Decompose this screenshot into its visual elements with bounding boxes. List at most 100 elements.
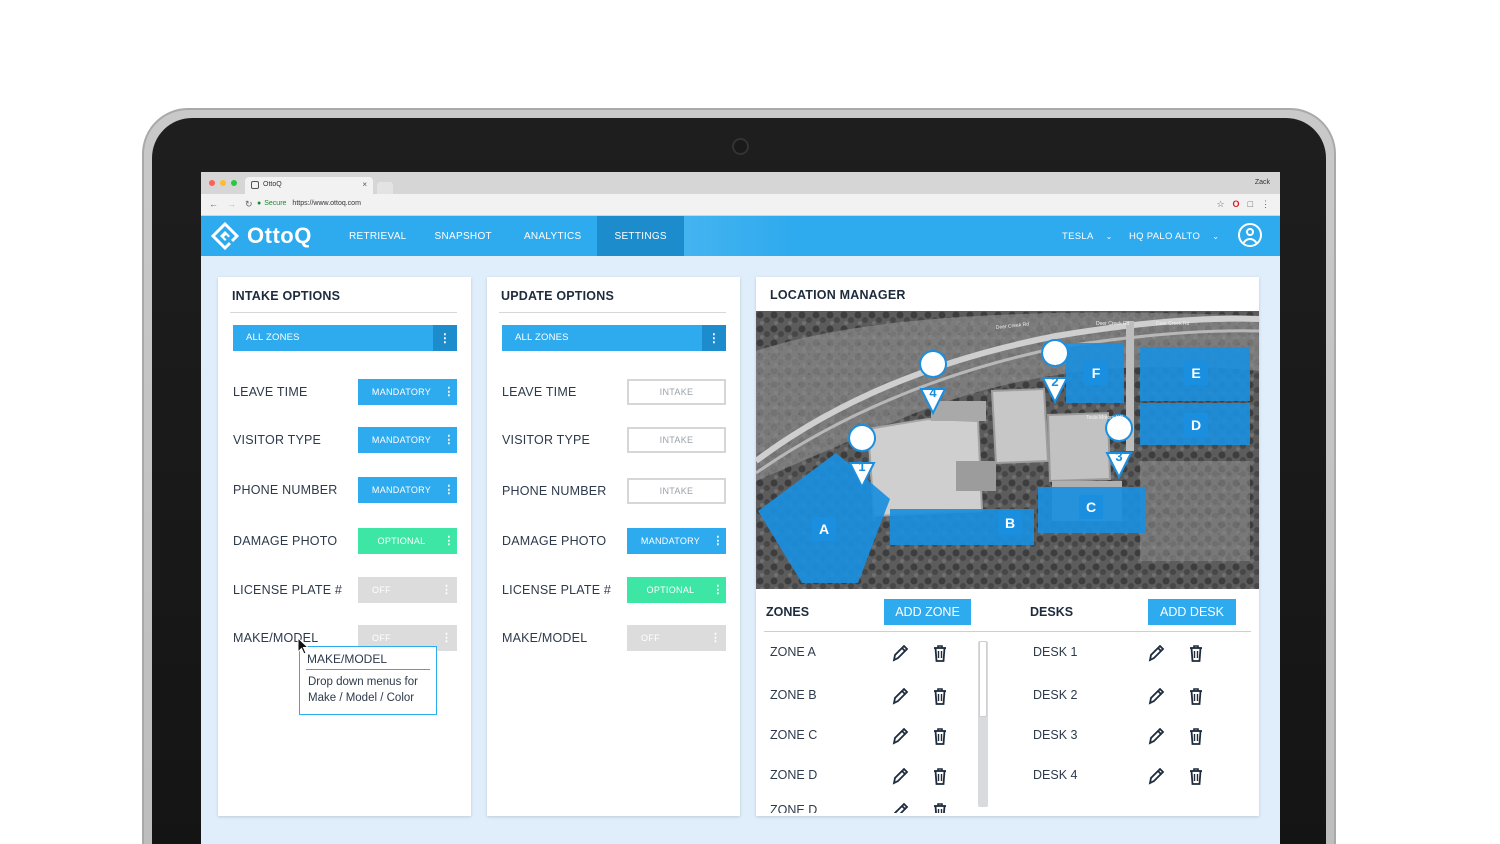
browser-tab[interactable]: OttoQ × [245,177,373,194]
zone-name: ZONE B [770,688,817,702]
option-state-toggle[interactable]: OPTIONAL⋮ [627,577,726,603]
pencil-icon[interactable] [1147,726,1165,746]
trash-icon[interactable] [931,643,949,663]
kebab-menu-icon[interactable]: ⋮ [441,632,453,644]
intake-title: INTAKE OPTIONS [232,289,341,303]
nav-settings[interactable]: SETTINGS [597,216,684,256]
option-state-toggle[interactable]: MANDATORY ⋮ [358,427,457,453]
kebab-menu-icon[interactable]: ⋮ [433,325,457,351]
minimize-window-icon[interactable] [220,180,226,186]
pencil-icon[interactable] [1147,766,1165,786]
nav-highlight [683,216,794,256]
back-icon[interactable]: ← [209,199,218,209]
kebab-menu-icon[interactable]: ⋮ [443,535,455,547]
opera-icon[interactable]: O [1232,199,1240,209]
window-controls[interactable] [209,180,237,186]
add-desk-button[interactable]: ADD DESK [1148,599,1236,625]
kebab-menu-icon[interactable]: ⋮ [702,325,726,351]
trash-icon[interactable] [931,726,949,746]
intake-options-panel: INTAKE OPTIONS ALL ZONES ⋮ LEAVE TIME MA… [218,277,471,816]
make-model-tooltip: MAKE/MODEL Drop down menus for Make / Mo… [299,646,437,715]
map-pin-icon[interactable] [848,424,877,490]
kebab-menu-icon[interactable]: ⋮ [443,434,455,446]
cast-icon[interactable]: □ [1247,199,1253,209]
trash-icon[interactable] [931,686,949,706]
intake-row: LICENSE PLATE # OFF⋮ [233,577,457,603]
pencil-icon[interactable] [891,766,909,786]
update-options-panel: UPDATE OPTIONS ALL ZONES ⋮ LEAVE TIME IN… [487,277,740,816]
forward-icon[interactable]: → [227,199,236,209]
option-label: MAKE/MODEL [233,631,319,645]
brand-logo[interactable]: OttoQ [211,222,312,250]
pencil-icon[interactable] [1147,643,1165,663]
option-state-toggle[interactable]: INTAKE [627,478,726,504]
trash-icon[interactable] [931,766,949,786]
zones-scrollbar[interactable] [978,641,988,807]
satellite-map[interactable]: ​ [756,311,1259,589]
option-state-toggle[interactable]: INTAKE [627,427,726,453]
nav-analytics[interactable]: ANALYTICS [523,230,582,242]
browser-profile-name[interactable]: Zack [1254,179,1270,186]
divider [764,631,1251,632]
map-pin-icon[interactable] [919,350,948,416]
map-pin-icon[interactable] [1105,414,1134,480]
org-selector[interactable]: TESLA ⌄ [1062,216,1113,256]
browser-tab-bar: OttoQ × Zack [201,172,1280,194]
kebab-menu-icon[interactable]: ⋮ [443,386,455,398]
update-zones-dropdown[interactable]: ALL ZONES ⋮ [502,325,726,351]
trash-icon[interactable] [1187,726,1205,746]
option-state-toggle[interactable]: INTAKE [627,379,726,405]
pencil-icon[interactable] [1147,686,1165,706]
zone-row: ZONE C [770,726,970,746]
trash-icon[interactable] [931,801,949,813]
kebab-menu-icon[interactable]: ⋮ [712,535,724,547]
new-tab-button[interactable] [377,182,393,194]
pencil-icon[interactable] [891,686,909,706]
trash-icon[interactable] [1187,643,1205,663]
browser-menu-icon[interactable]: ⋮ [1261,199,1270,209]
kebab-menu-icon[interactable]: ⋮ [441,584,453,596]
nav-snapshot[interactable]: SNAPSHOT [434,230,492,242]
kebab-menu-icon[interactable]: ⋮ [443,484,455,496]
map-zone-label: F [1092,365,1101,381]
nav-retrieval[interactable]: RETRIEVAL [349,230,407,242]
user-profile-icon[interactable] [1238,223,1262,247]
intake-row: VISITOR TYPE MANDATORY⋮ [233,427,457,453]
bookmark-star-icon[interactable]: ☆ [1216,199,1225,209]
tab-close-icon[interactable]: × [362,180,367,189]
option-state-toggle[interactable]: OPTIONAL ⋮ [358,528,457,554]
intake-zones-dropdown[interactable]: ALL ZONES ⋮ [233,325,457,351]
location-selector[interactable]: HQ PALO ALTO ⌄ [1129,216,1219,256]
mouse-cursor-icon [297,637,309,655]
option-state-toggle[interactable]: MANDATORY⋮ [358,379,457,405]
trash-icon[interactable] [1187,766,1205,786]
tab-title: OttoQ [263,181,282,188]
close-window-icon[interactable] [209,180,215,186]
state-label: OPTIONAL [377,536,426,546]
kebab-menu-icon[interactable]: ⋮ [712,584,724,596]
scrollbar-thumb[interactable] [979,641,987,717]
pencil-icon[interactable] [891,801,909,813]
map-pin-icon[interactable] [1041,339,1070,405]
desks-header: DESKS [1030,605,1074,619]
zone-row: ZONE D [770,801,970,813]
zone-name: ZONE A [770,645,816,659]
trash-icon[interactable] [1187,686,1205,706]
maximize-window-icon[interactable] [231,180,237,186]
location-title: LOCATION MANAGER [770,288,906,302]
pencil-icon[interactable] [891,643,909,663]
add-zone-button[interactable]: ADD ZONE [884,599,971,625]
kebab-menu-icon[interactable]: ⋮ [710,632,722,644]
map-pin-label: 3 [1115,449,1122,464]
option-state-toggle[interactable]: MANDATORY⋮ [358,477,457,503]
intake-row: PHONE NUMBER MANDATORY⋮ [233,477,457,503]
pencil-icon[interactable] [891,726,909,746]
option-state-toggle[interactable]: OFF⋮ [358,577,457,603]
option-state-toggle[interactable]: OFF⋮ [627,625,726,651]
reload-icon[interactable]: ↻ [245,199,253,209]
road-label: Deer Creek Rd [1156,321,1190,327]
option-label: DAMAGE PHOTO [233,534,338,548]
option-state-toggle[interactable]: MANDATORY⋮ [627,528,726,554]
state-label: MANDATORY [371,435,432,445]
